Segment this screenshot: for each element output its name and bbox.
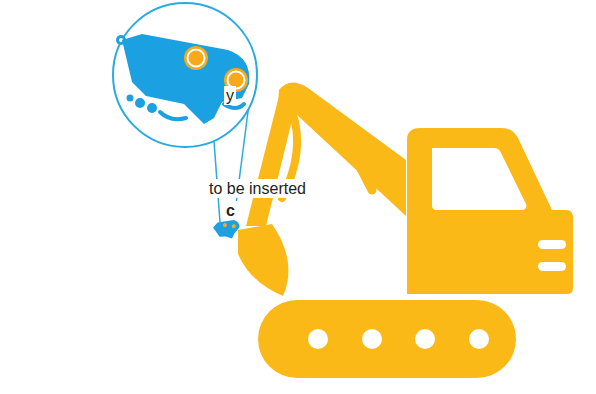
track-wheels	[308, 329, 489, 349]
bucket	[238, 224, 288, 296]
track	[258, 300, 516, 378]
boom-cylinder	[330, 118, 372, 190]
cab-window	[432, 148, 526, 210]
quick-coupler	[116, 34, 249, 124]
grille-stripe	[538, 240, 566, 249]
note-text: to be inserted	[207, 179, 308, 198]
note-text: y	[224, 86, 236, 105]
cab-body	[407, 128, 573, 294]
callout-circle	[113, 3, 257, 147]
note-text: c	[224, 201, 237, 220]
grille-stripe	[538, 262, 566, 271]
